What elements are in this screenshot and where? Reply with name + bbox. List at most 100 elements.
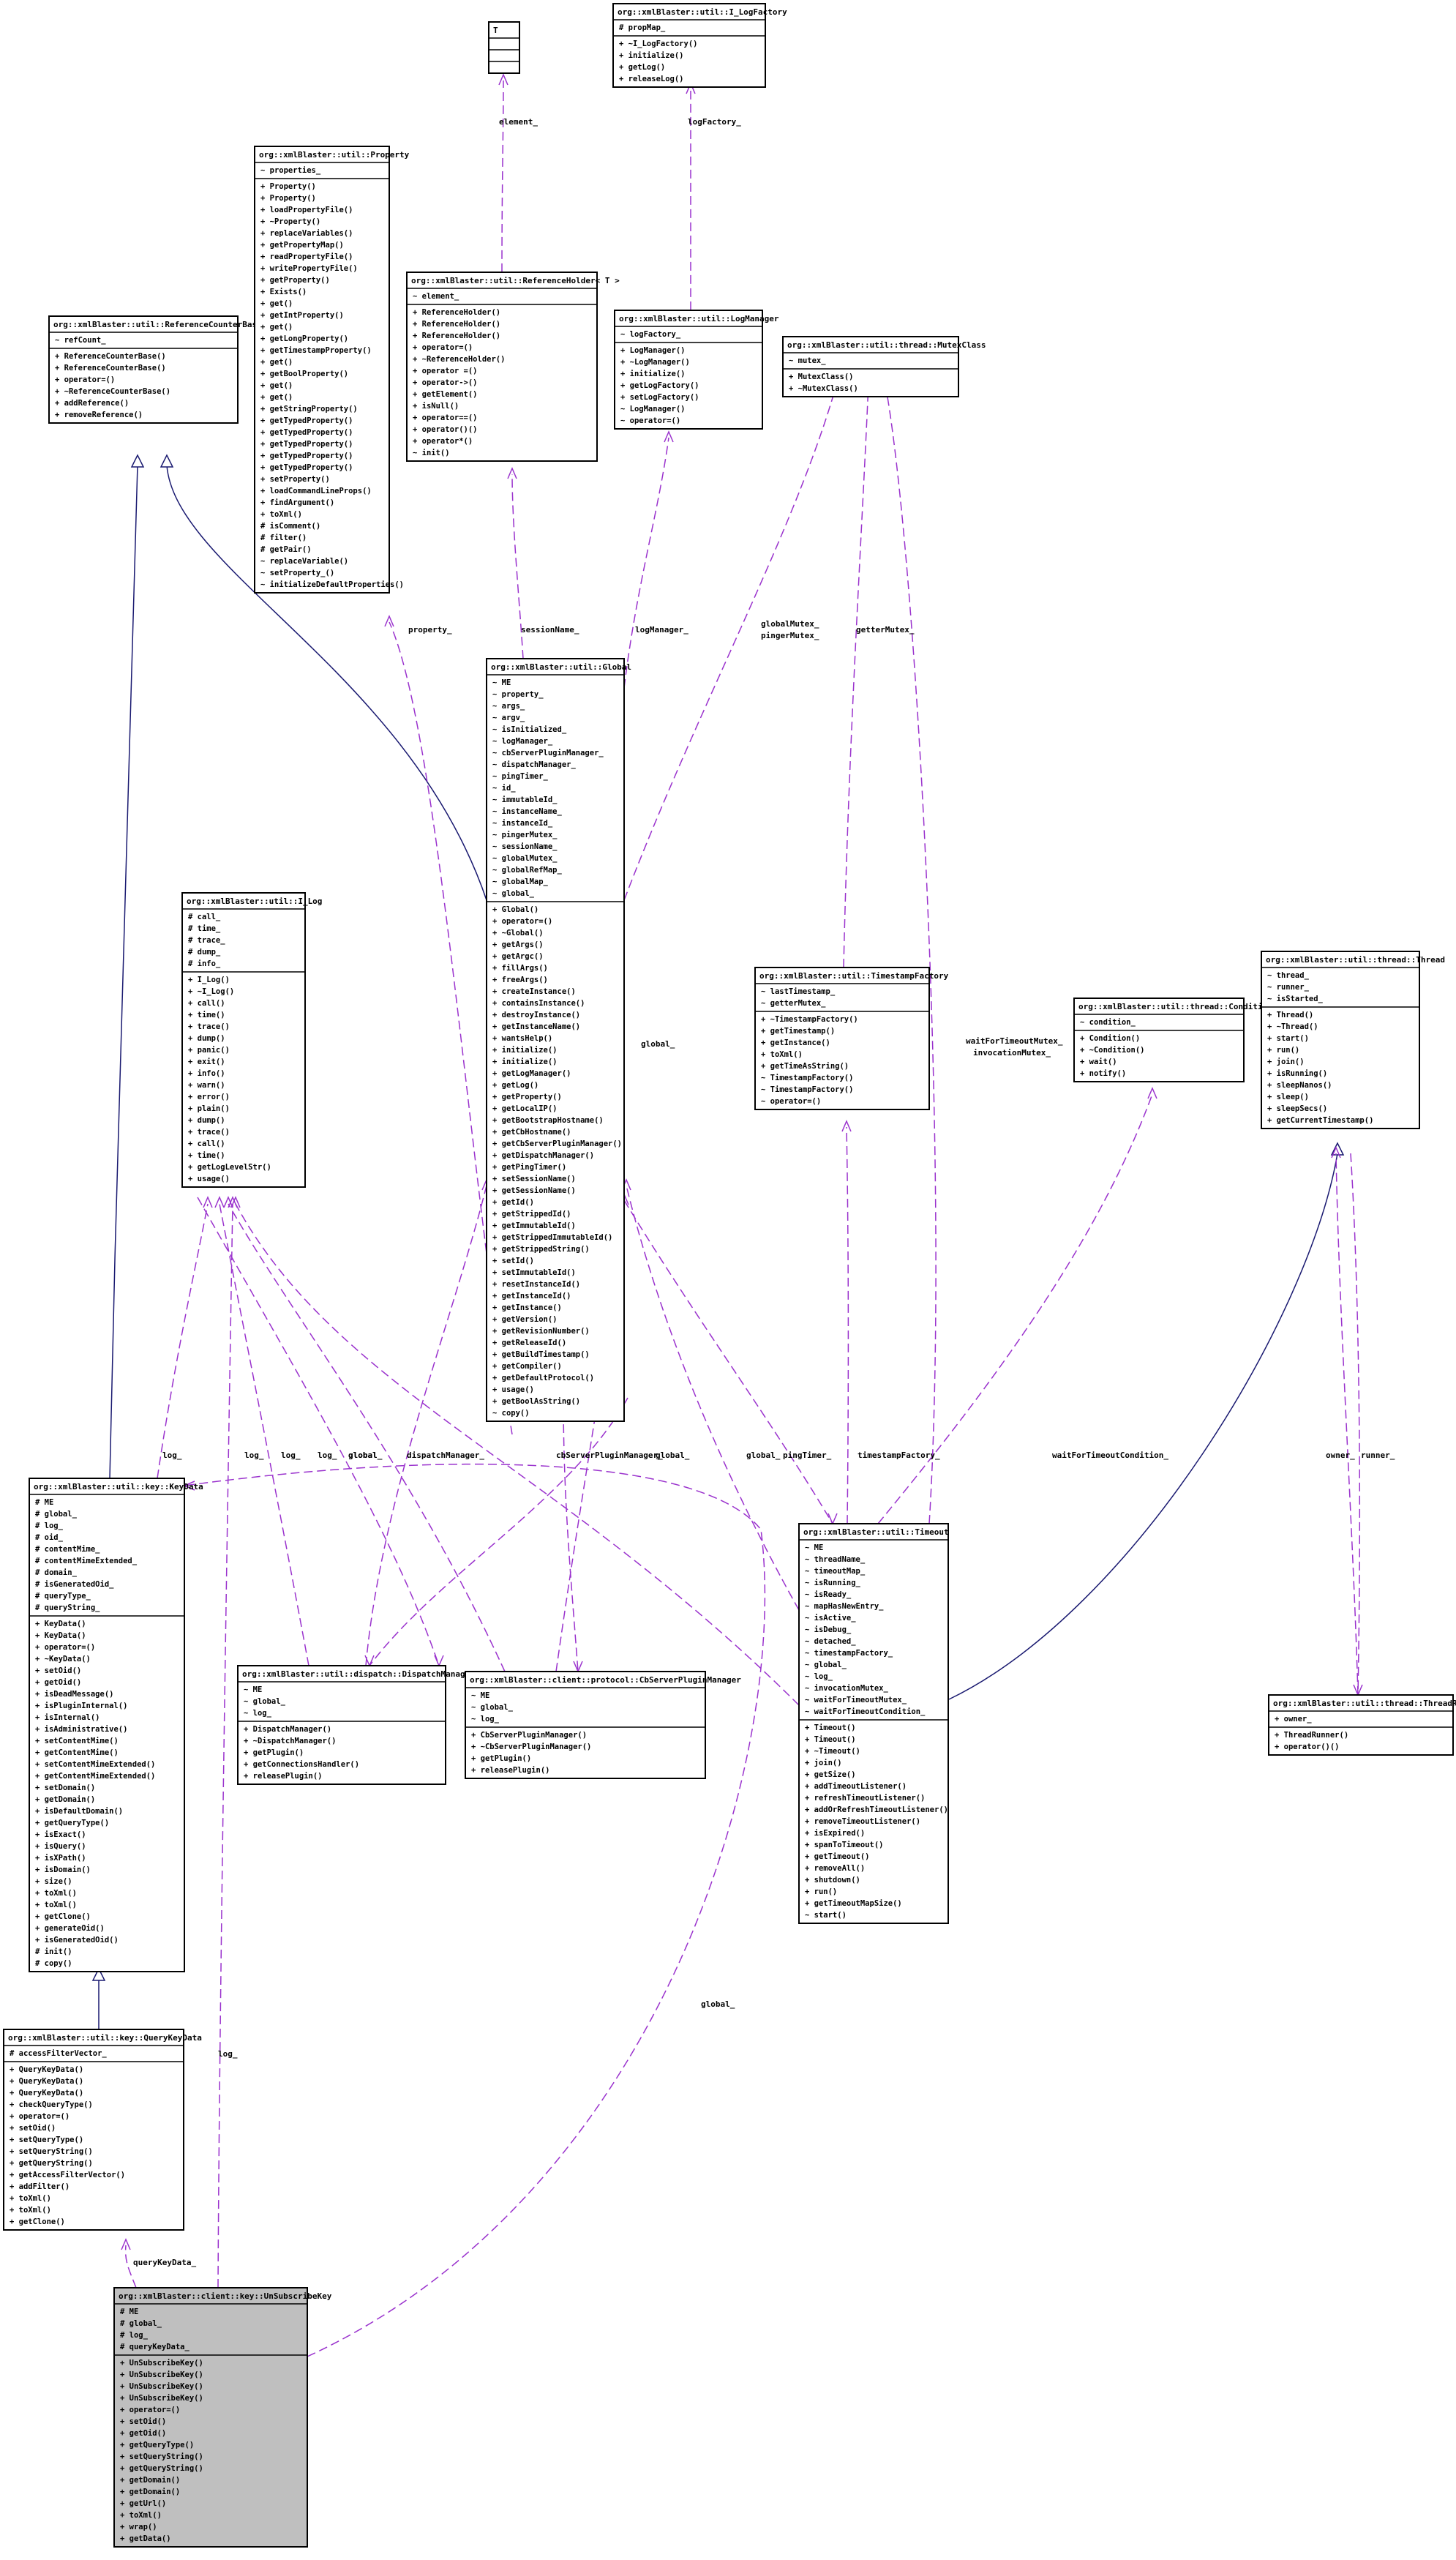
method: + getLog() (619, 63, 665, 72)
class-title: org::xmlBlaster::util::Global (491, 662, 631, 672)
class-prop[interactable]: org::xmlBlaster::util::Property~ propert… (254, 146, 410, 594)
class-cbm[interactable]: org::xmlBlaster::client::protocol::CbSer… (465, 1671, 741, 1779)
method: + getStrippedId() (492, 1210, 571, 1219)
inheritance-edge (166, 465, 487, 901)
method: + isPluginInternal() (35, 1702, 127, 1710)
class-box (181, 892, 306, 1188)
method: + run() (805, 1887, 837, 1896)
usage-arrowhead (507, 467, 517, 479)
edge-label: logManager_ (635, 625, 688, 635)
method: + getLog() (492, 1081, 539, 1090)
attribute: # accessFilterVector_ (10, 2049, 107, 2058)
class-tsf[interactable]: org::xmlBlaster::util::TimestampFactory~… (754, 967, 949, 1110)
attribute: # trace_ (188, 936, 225, 945)
method: ~ operator=() (761, 1097, 821, 1106)
attribute: ~ timeoutMap_ (805, 1567, 866, 1576)
method: ~ start() (805, 1911, 847, 1920)
edge-label: runner_ (1361, 1451, 1395, 1460)
usage-edge (219, 1203, 309, 1666)
method: + setQueryString() (120, 2452, 203, 2461)
class-box (614, 310, 763, 430)
method: + wantsHelp() (492, 1034, 552, 1043)
method: + ~MutexClass() (789, 384, 858, 393)
attribute: ~ instanceName_ (492, 807, 563, 816)
method: + toXml() (120, 2511, 162, 2520)
method: + getTimestamp() (761, 1027, 835, 1036)
method: + dump() (188, 1034, 225, 1043)
edge-label: log_ (162, 1451, 182, 1460)
attribute: ~ instanceId_ (492, 819, 553, 828)
class-cond[interactable]: org::xmlBlaster::util::thread::Condition… (1073, 998, 1272, 1082)
attribute: ~ logFactory_ (620, 330, 681, 339)
class-qkd[interactable]: org::xmlBlaster::util::key::QueryKeyData… (3, 2029, 202, 2231)
class-box (754, 967, 930, 1110)
class-dm[interactable]: org::xmlBlaster::util::dispatch::Dispatc… (237, 1665, 475, 1785)
class-uk[interactable]: org::xmlBlaster::client::key::UnSubscrib… (113, 2287, 332, 2548)
method: + operator=() (55, 375, 115, 384)
method: # copy() (35, 1959, 72, 1968)
method: + operator=() (10, 2112, 70, 2121)
method: + ~TimestampFactory() (761, 1015, 858, 1024)
usage-edge (1350, 1153, 1361, 1696)
class-box (3, 2029, 184, 2231)
method: + getPlugin() (244, 1748, 304, 1757)
method: + getBuildTimestamp() (492, 1350, 590, 1359)
class-tmo[interactable]: org::xmlBlaster::util::Timeout~ ME~ thre… (798, 1523, 949, 1924)
method: + getTimestampProperty() (260, 346, 372, 355)
method: + Timeout() (805, 1735, 856, 1744)
class-glob[interactable]: org::xmlBlaster::util::Global~ ME~ prope… (486, 658, 631, 1422)
class-tr[interactable]: org::xmlBlaster::util::thread::ThreadRun… (1268, 1694, 1456, 1756)
attribute: ~ condition_ (1080, 1018, 1136, 1027)
method: + ~ReferenceCounterBase() (55, 387, 170, 396)
method: + getReleaseId() (492, 1339, 566, 1347)
method: + getBootstrapHostname() (492, 1116, 604, 1125)
method: + Timeout() (805, 1723, 856, 1732)
class-mc[interactable]: org::xmlBlaster::util::thread::MutexClas… (782, 336, 986, 397)
attribute: ~ waitForTimeoutCondition_ (805, 1707, 926, 1716)
method: + destroyInstance() (492, 1011, 580, 1019)
edge-labels-layer: queryKeyData_log_global_log_log_log_log_… (133, 117, 1395, 2267)
method: + containsInstance() (492, 999, 585, 1008)
edge-label: global_ (701, 1999, 735, 2009)
method: + error() (188, 1093, 230, 1101)
usage-edge (124, 2245, 137, 2288)
method: + replaceVariables() (260, 229, 353, 238)
method: + QueryKeyData() (10, 2077, 83, 2086)
method: + ~I_LogFactory() (619, 40, 697, 48)
method: + getTimeout() (805, 1852, 870, 1861)
method: + getArgc() (492, 952, 544, 961)
attribute: ~ ME (492, 678, 511, 687)
attribute: ~ globalMutex_ (492, 854, 558, 863)
class-refh[interactable]: org::xmlBlaster::util::ReferenceHolder< … (406, 272, 620, 462)
class-kd[interactable]: org::xmlBlaster::util::key::KeyData# ME#… (29, 1478, 203, 1972)
usage-edge (501, 80, 504, 273)
attribute: # contentMime_ (35, 1545, 100, 1554)
class-ilog[interactable]: org::xmlBlaster::util::I_Log# call_# tim… (181, 892, 322, 1188)
class-lm[interactable]: org::xmlBlaster::util::LogManager~ logFa… (614, 310, 779, 430)
method: ~ copy() (492, 1409, 530, 1418)
usage-edge (1335, 1153, 1359, 1696)
attribute: # time_ (188, 924, 221, 933)
class-t[interactable]: T (488, 21, 520, 74)
method: + Property() (260, 182, 316, 191)
method: + plain() (188, 1104, 230, 1113)
method: + Thread() (1267, 1011, 1313, 1019)
method: + ~ReferenceHolder() (413, 355, 505, 364)
class-title: org::xmlBlaster::util::thread::ThreadRun… (1273, 1699, 1456, 1708)
class-title: org::xmlBlaster::util::key::QueryKeyData (8, 2033, 202, 2043)
method: ~ setProperty_() (260, 569, 334, 577)
method: + ~Global() (492, 929, 544, 937)
method: + setProperty() (260, 475, 330, 484)
class-rcb[interactable]: org::xmlBlaster::util::ReferenceCounterB… (48, 315, 262, 424)
method: + isDefaultDomain() (35, 1807, 123, 1816)
usage-edge (563, 1397, 579, 1672)
attribute: ~ ME (471, 1691, 489, 1700)
class-ilf[interactable]: org::xmlBlaster::util::I_LogFactory# pro… (612, 3, 787, 88)
class-thr[interactable]: org::xmlBlaster::util::thread::Thread~ t… (1261, 951, 1445, 1129)
method: + getTypedProperty() (260, 452, 353, 460)
method: + run() (1267, 1046, 1299, 1055)
method: + setOid() (120, 2417, 166, 2426)
method: + get() (260, 381, 293, 390)
method: + LogManager() (620, 346, 686, 355)
attribute: ~ cbServerPluginManager_ (492, 749, 604, 757)
